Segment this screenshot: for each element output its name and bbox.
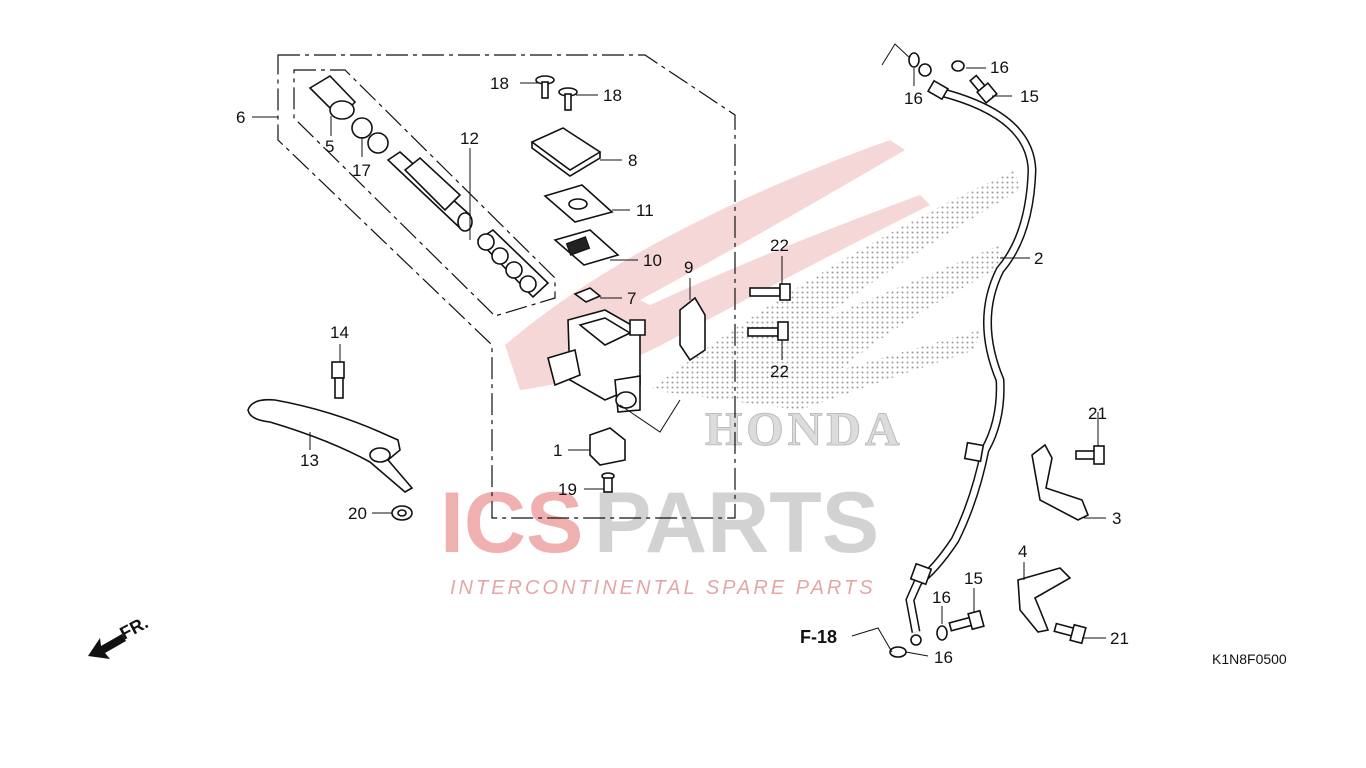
watermark: HONDA ICS PARTS INTERCONTINENTAL SPARE P… <box>440 140 1020 599</box>
part-holder <box>679 296 706 362</box>
callout-2: 2 <box>1034 249 1043 268</box>
front-arrow-icon <box>88 634 126 659</box>
watermark-main-right: PARTS <box>594 475 879 571</box>
callout-21-a: 21 <box>1088 404 1107 423</box>
watermark-tagline: INTERCONTINENTAL SPARE PARTS <box>450 577 876 599</box>
part-master-cylinder-body <box>547 309 646 413</box>
callout-5: 5 <box>325 137 334 156</box>
callout-7: 7 <box>627 289 636 308</box>
part-oil-bolts <box>948 74 998 632</box>
part-pivot-bolt <box>331 361 345 399</box>
plate-hole <box>568 198 588 210</box>
callout-9: 9 <box>684 258 693 277</box>
part-snap-ring <box>351 117 389 154</box>
part-clamp-bolts <box>1053 445 1105 645</box>
part-brake-lever <box>247 398 414 493</box>
callout-1: 1 <box>553 441 562 460</box>
callout-22-a: 22 <box>770 236 789 255</box>
callout-13: 13 <box>300 451 319 470</box>
callout-15-b: 15 <box>964 569 983 588</box>
callout-6: 6 <box>236 108 245 127</box>
wing-logo-dots <box>650 170 1020 410</box>
watermark-brand: HONDA <box>705 403 904 456</box>
callout-21-b: 21 <box>1110 629 1129 648</box>
part-boot <box>308 74 357 120</box>
callout-20: 20 <box>348 504 367 523</box>
callout-3: 3 <box>1112 509 1121 528</box>
lever-pivot <box>369 447 391 463</box>
part-lever-nut <box>391 505 413 521</box>
part-piston-set <box>386 150 550 299</box>
callout-labels: 6 5 17 12 18 18 8 11 10 7 9 22 22 1 19 1… <box>236 58 1129 667</box>
part-brake-switch <box>589 427 626 466</box>
front-direction-indicator: FR. <box>88 612 151 659</box>
cross-reference-label[interactable]: F-18 <box>800 627 837 647</box>
hose-top-leader <box>881 43 913 66</box>
part-brake-hose <box>905 63 1037 646</box>
assembly-outline-master-cylinder <box>277 54 736 519</box>
callout-17: 17 <box>352 161 371 180</box>
callout-14: 14 <box>330 323 349 342</box>
callout-11: 11 <box>636 201 654 220</box>
leader-lines <box>252 67 1106 657</box>
part-clip <box>573 287 602 303</box>
part-reservoir-cover <box>530 127 602 177</box>
callout-19: 19 <box>558 480 577 499</box>
callout-18-b: 18 <box>603 86 622 105</box>
part-switch-screw <box>601 472 615 493</box>
part-hose-clamp-upper <box>1031 443 1090 521</box>
callout-8: 8 <box>628 151 637 170</box>
part-hose-clamp-lower <box>1017 567 1072 633</box>
callout-4: 4 <box>1018 542 1027 561</box>
callout-16-b: 16 <box>990 58 1009 77</box>
callout-16-c: 16 <box>932 588 951 607</box>
callout-16-d: 16 <box>934 648 953 667</box>
callout-16-a: 16 <box>904 89 923 108</box>
part-screws <box>535 75 578 111</box>
diaphragm-center <box>565 236 591 256</box>
callout-10: 10 <box>643 251 662 270</box>
watermark-main-left: ICS <box>440 475 583 571</box>
callout-12: 12 <box>460 129 479 148</box>
assembly-outline-piston-set <box>293 69 556 317</box>
callout-22-b: 22 <box>770 362 789 381</box>
body-leader <box>619 399 681 433</box>
callout-18-a: 18 <box>490 74 509 93</box>
diagram-reference-code: K1N8F0500 <box>1212 651 1287 667</box>
part-holder-bolts <box>747 283 791 341</box>
callout-15-a: 15 <box>1020 87 1039 106</box>
